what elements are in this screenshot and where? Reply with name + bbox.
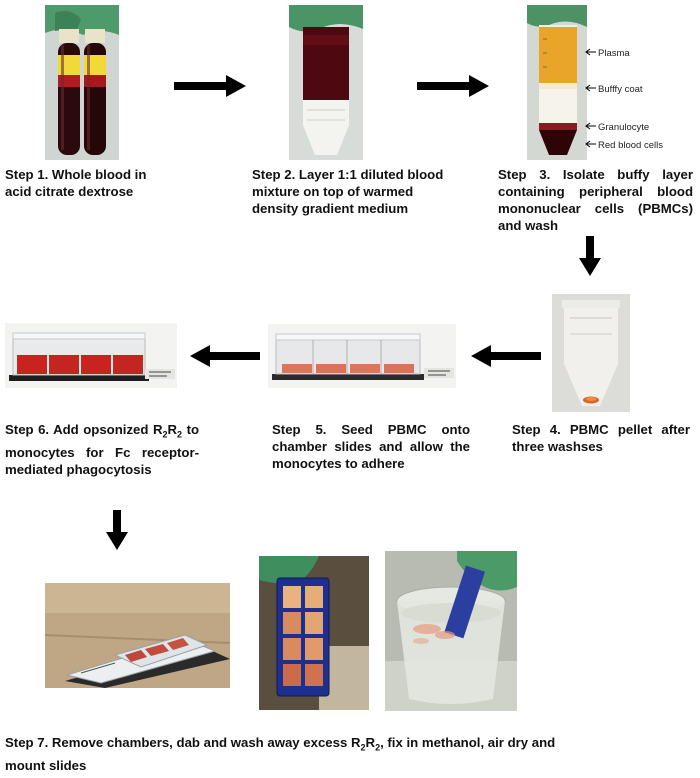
step7-photo-stained-slide bbox=[259, 556, 369, 710]
arrow-step2-to-step3 bbox=[417, 75, 489, 97]
step6-photo-chamber-slide-red bbox=[5, 323, 177, 388]
rbc-arrow bbox=[585, 140, 596, 148]
step7-caption: Step 7. Remove chambers, dab and wash aw… bbox=[5, 734, 565, 774]
step2-photo-layered-tube bbox=[289, 5, 363, 160]
step6-caption: Step 6. Add opsonized R2R2 to monocytes … bbox=[5, 421, 199, 478]
granulocyte-label: Granulocyte bbox=[598, 122, 649, 133]
plasma-label: Plasma bbox=[598, 48, 630, 59]
plasma-arrow bbox=[585, 48, 596, 56]
step7-caption-pre: Step 7. Remove chambers, dab and wash aw… bbox=[5, 735, 348, 750]
buffy-coat-label: Bufffy coat bbox=[598, 84, 643, 95]
arrow-step1-to-step2 bbox=[174, 75, 246, 97]
step6-caption-pre: Step 6. Add opsonized bbox=[5, 422, 149, 437]
step4-caption: Step 4. PBMC pellet after three washses bbox=[512, 422, 690, 454]
step7-r2r2: R2R2 bbox=[350, 735, 381, 753]
red-blood-cells-label: Red blood cells bbox=[598, 140, 663, 151]
step1-photo-blood-tubes bbox=[45, 5, 119, 160]
step7-caption-post: , fix in methanol, air dry and mount sli… bbox=[5, 735, 556, 773]
layer-annotations: Plasma Bufffy coat Granulocyte Red blood… bbox=[585, 48, 663, 151]
step3-caption: Step 3. Isolate buffy layer containing p… bbox=[498, 167, 693, 233]
step7-photo-methanol-cup bbox=[385, 551, 517, 711]
step5-caption: Step 5. Seed PBMC onto chamber slides an… bbox=[272, 422, 470, 471]
step3-photo-separated-tube bbox=[527, 5, 587, 160]
step6-caption-post: to monocytes for Fc receptor-mediated ph… bbox=[5, 422, 200, 477]
step6-r2r2: R2R2 bbox=[152, 422, 183, 440]
buffy-arrow bbox=[585, 84, 596, 92]
arrow-step6-to-step7 bbox=[106, 510, 128, 550]
step5-photo-chamber-slide bbox=[268, 324, 456, 388]
arrow-step4-to-step5 bbox=[471, 345, 541, 367]
granulocyte-arrow bbox=[585, 122, 596, 130]
arrow-step5-to-step6 bbox=[190, 345, 260, 367]
step2-caption: Step 2. Layer 1:1 diluted blood mixture … bbox=[252, 167, 444, 216]
step1-caption: Step 1. Whole blood in acid citrate dext… bbox=[5, 167, 147, 199]
arrow-step3-to-step4 bbox=[579, 236, 601, 276]
step7-photo-remove-chamber bbox=[45, 583, 230, 688]
step4-photo-pbmc-pellet bbox=[552, 294, 630, 412]
